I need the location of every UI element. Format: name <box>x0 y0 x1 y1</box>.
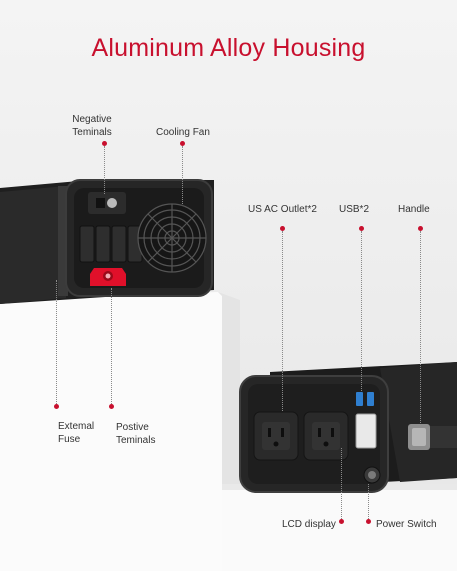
leader-usb <box>361 231 362 391</box>
marker-cooling-fan <box>180 141 185 146</box>
marker-usb <box>359 226 364 231</box>
label-cooling-fan: Cooling Fan <box>156 127 210 138</box>
label-us-ac-outlet: US AC Outlet*2 <box>248 204 317 215</box>
inverter-left <box>0 179 214 304</box>
negative-terminal-icons <box>79 192 143 263</box>
marker-lcd-display <box>339 519 344 524</box>
leader-power-switch <box>368 484 369 519</box>
label-lcd-display: LCD display <box>282 519 336 530</box>
leader-external-fuse <box>56 280 57 404</box>
leader-cooling-fan <box>182 146 183 204</box>
ac-outlet-icon-2 <box>303 411 349 461</box>
leader-positive-terminals <box>111 288 112 404</box>
inverter-right <box>239 362 457 493</box>
marker-negative-terminals <box>102 141 107 146</box>
label-handle: Handle <box>398 204 430 215</box>
marker-positive-terminals <box>109 404 114 409</box>
label-usb: USB*2 <box>339 204 370 215</box>
leader-negative-terminals <box>104 146 105 194</box>
leader-handle <box>420 231 421 423</box>
page-title: Aluminum Alloy Housing <box>91 34 366 62</box>
label-power-switch: Power Switch <box>376 519 437 530</box>
marker-handle <box>418 226 423 231</box>
marker-us-ac-outlet <box>280 226 285 231</box>
positive-terminal-icon <box>90 268 126 286</box>
usb-port-icons <box>356 392 374 406</box>
leader-us-ac-outlet <box>282 231 283 411</box>
cooling-fan-icon <box>137 203 207 273</box>
label-external-fuse: Extemal Fuse <box>58 421 95 445</box>
marker-external-fuse <box>54 404 59 409</box>
label-negative-terminals: Negative Teminals <box>72 114 112 138</box>
marker-power-switch <box>366 519 371 524</box>
leader-lcd-display <box>341 448 342 519</box>
handle-icon <box>408 424 457 450</box>
power-switch-icon <box>363 466 381 484</box>
ac-outlet-icon-1 <box>253 411 299 461</box>
lcd-display-icon <box>355 413 377 449</box>
label-positive-terminals: Postive Teminals <box>116 422 156 446</box>
